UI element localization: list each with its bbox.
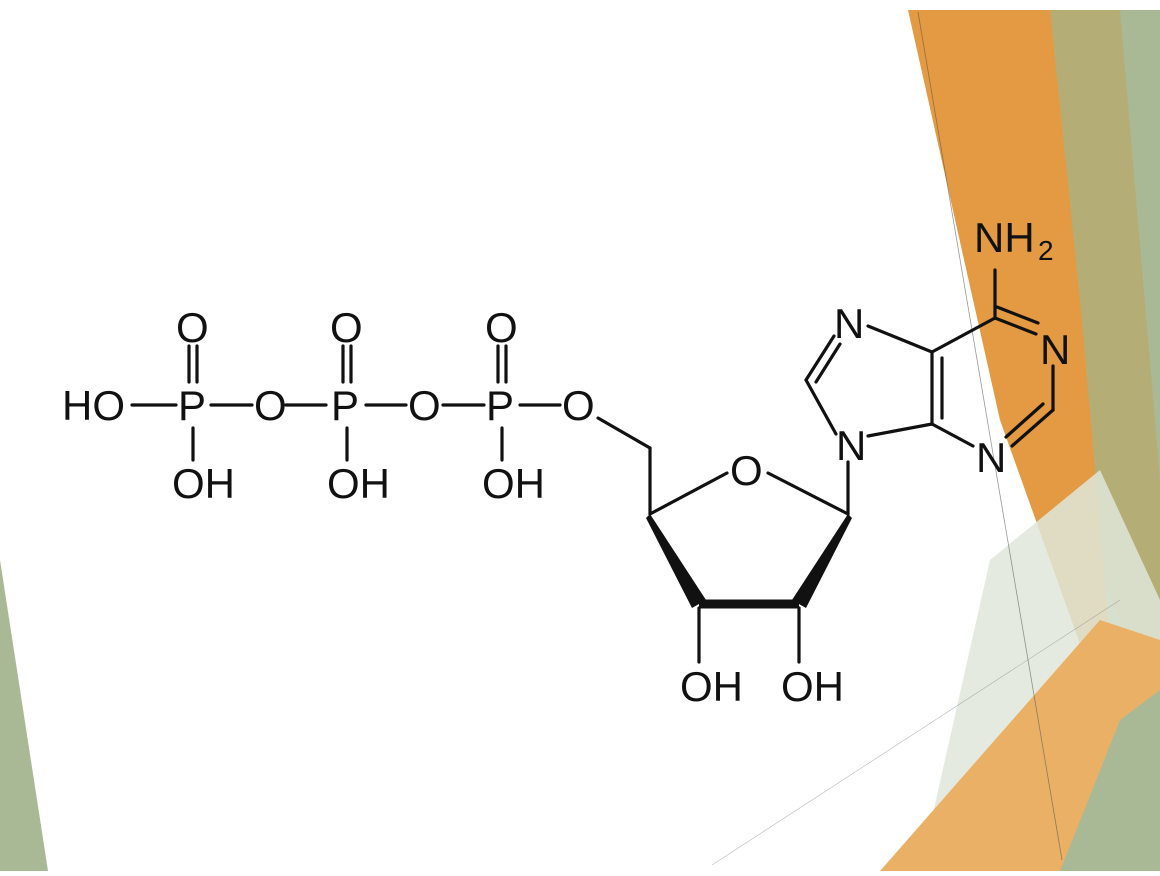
ribose-ring-oxygen-label: O (730, 447, 763, 494)
sage-band-left (0, 560, 48, 871)
phosphate-2-bridge-o-label: O (408, 382, 441, 429)
phosphate-3-p-label: P (486, 382, 514, 429)
bonds (130, 268, 1055, 664)
adenine-n-top-label: N (834, 300, 864, 347)
adenine-n-right-label: N (1040, 326, 1070, 373)
wedge-bond-left (646, 514, 706, 608)
adenine-amine-subscript-label: 2 (1038, 235, 1054, 266)
ribose-oh-right-label: OH (781, 663, 844, 710)
thin-guide-line-2 (711, 599, 1121, 866)
ribose-oh-left-label: OH (680, 663, 743, 710)
sage-bottom-facet (1060, 690, 1160, 871)
phosphate-3-bridge-o-label: O (562, 382, 595, 429)
phosphate-3-oxo-label: O (485, 304, 518, 351)
phosphate-1-oh-label: OH (172, 460, 235, 507)
adenine-amine-label: NH (974, 214, 1035, 261)
thin-guide-line-1 (917, 11, 1063, 861)
decorative-background (0, 10, 1160, 871)
phosphate-1-oxo-label: O (176, 304, 209, 351)
phosphate-2-p-label: P (331, 382, 359, 429)
phosphate-2-oxo-label: O (330, 304, 363, 351)
adenine-n-glycosidic-label: N (836, 422, 866, 469)
wedge-bond-right (792, 514, 852, 608)
adenine-n-bottom-right-label: N (976, 434, 1006, 481)
atom-labels: HO P O OH O P O OH O P O OH O O OH OH N … (62, 214, 1070, 710)
phosphate-1-bridge-o-label: O (254, 382, 287, 429)
phosphate-3-oh-label: OH (482, 460, 545, 507)
phosphate-2-oh-label: OH (327, 460, 390, 507)
phosphate-1-ho-label: HO (62, 382, 125, 429)
phosphate-1-p-label: P (178, 382, 206, 429)
